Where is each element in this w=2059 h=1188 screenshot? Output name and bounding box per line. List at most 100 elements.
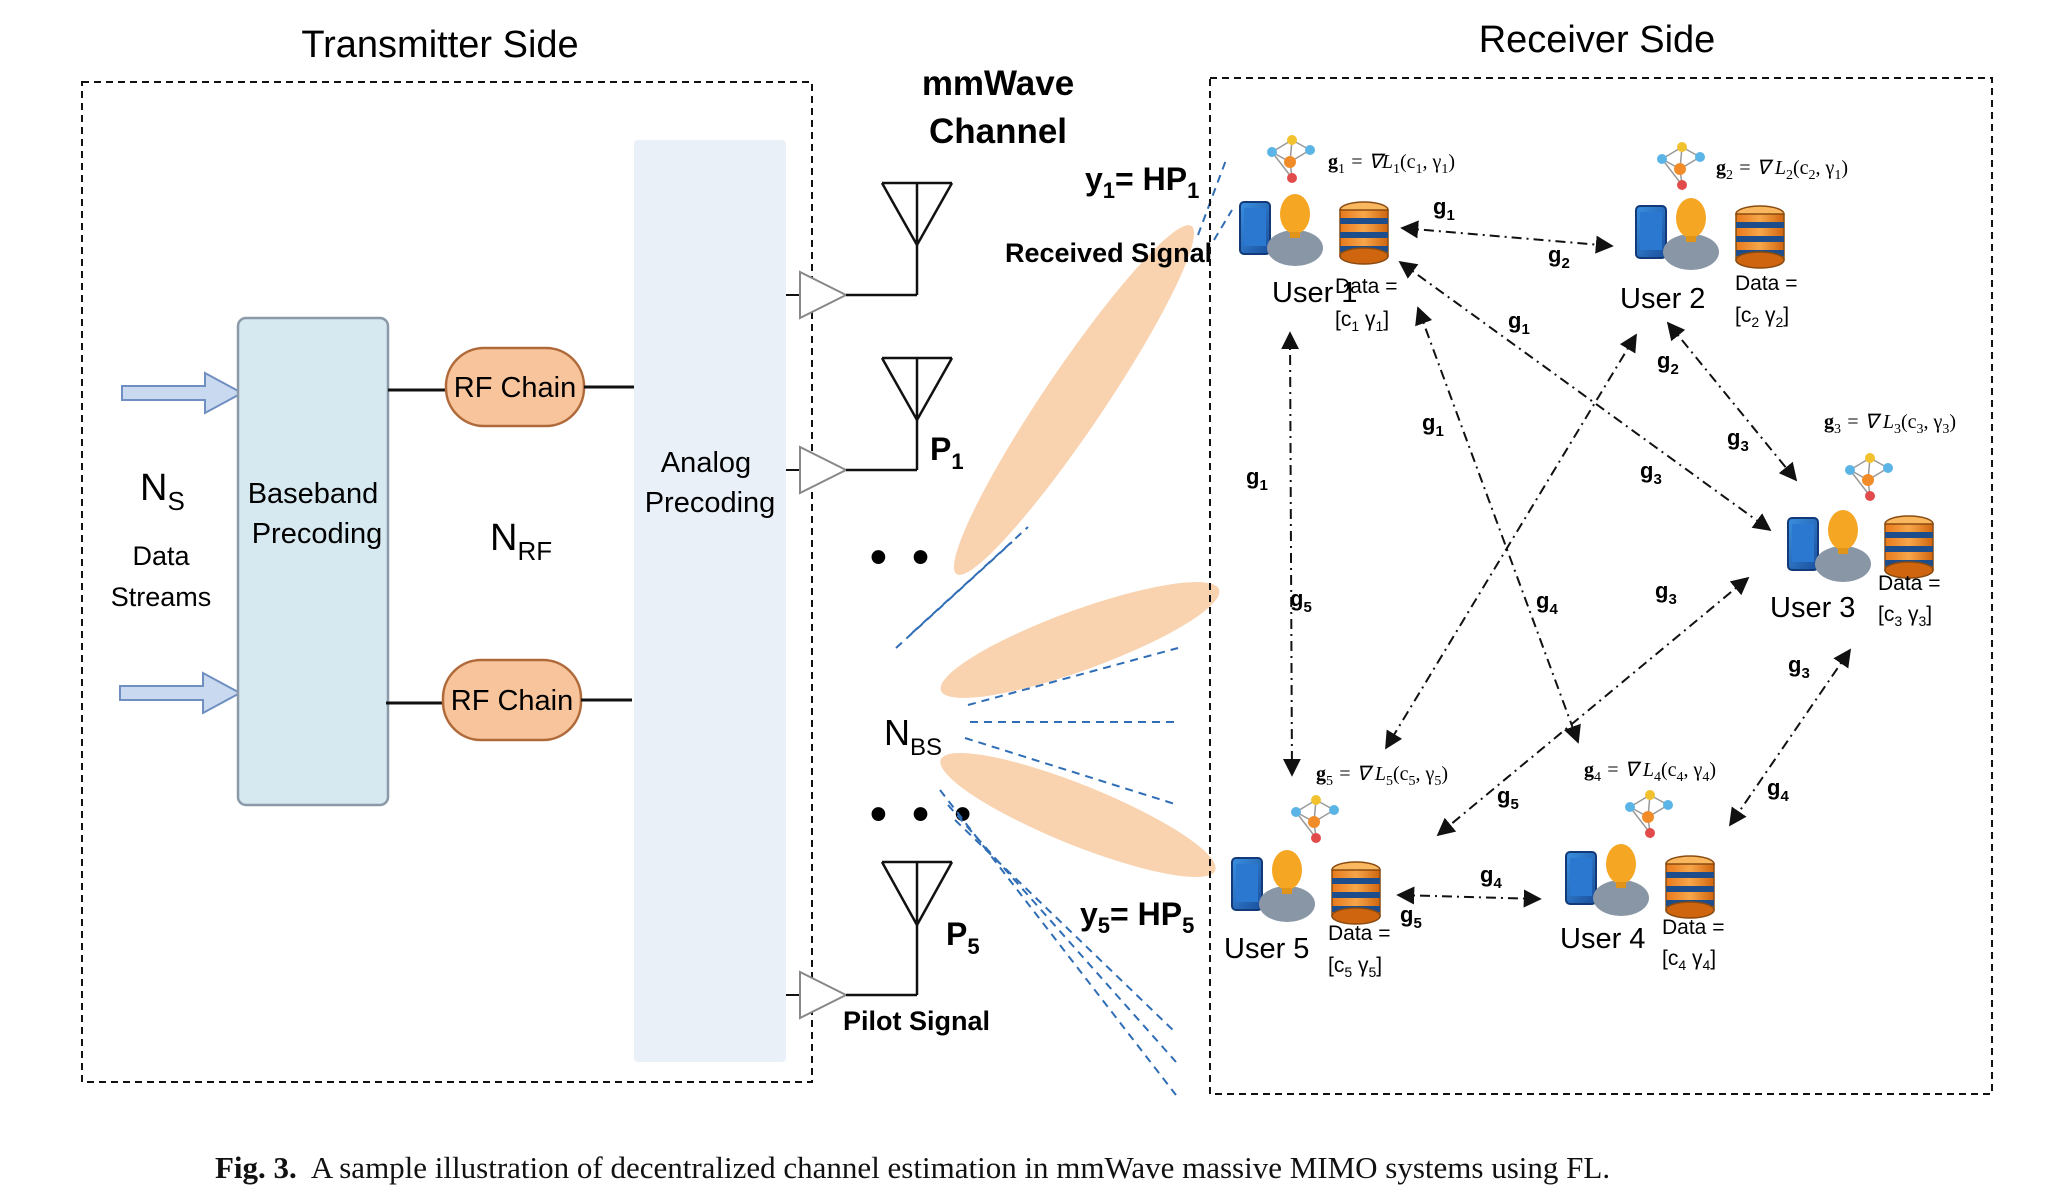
analog-precoding-block (634, 140, 786, 1062)
database-icon (1884, 515, 1934, 579)
baseband-label-2: Precoding (252, 518, 383, 550)
user-4-data-1: Data = (1662, 916, 1724, 939)
user-3-data-1: Data = (1878, 572, 1940, 595)
svg-text:NS: NS (140, 467, 185, 516)
beam-upper (953, 225, 1195, 575)
p5-label: P5 (946, 916, 980, 959)
svg-text:y1= HP1: y1= HP1 (1085, 161, 1199, 203)
link-label-14: g4 (1767, 775, 1789, 805)
link-label-10: g4 (1536, 588, 1558, 618)
y5-label: y5= HP5 (1080, 896, 1194, 938)
user-5-data-2: [c5 γ5] (1328, 954, 1382, 980)
database-icon (1331, 861, 1381, 925)
nrf-label: NRF (490, 517, 552, 566)
user-icon (1239, 193, 1324, 267)
beam-lower (940, 752, 1216, 878)
link-label-12: g3 (1788, 652, 1810, 682)
user-4-data-2: [c4 γ4] (1662, 947, 1716, 973)
network-icon (1266, 134, 1316, 184)
beam-middle (940, 582, 1220, 698)
user-3-gradient: g3 = ∇ L3(c3, γ3) (1824, 411, 1956, 437)
link-labels: g1 g2 g1 g2 g1 g3 g3 g1 g5 g4 g3 g3 g5 g… (1246, 194, 1810, 932)
svg-text:P5: P5 (946, 916, 980, 959)
link-label-16: g5 (1400, 902, 1422, 932)
ns-label: NS (140, 467, 185, 516)
network-icon (1624, 789, 1674, 839)
link-label-8: g1 (1246, 464, 1268, 494)
user-2-gradient: g2 = ∇ L2(c2, γ1) (1716, 157, 1848, 183)
antenna-3 (786, 860, 954, 1020)
user-icon (1787, 509, 1872, 583)
user-3-data-2: [c3 γ3] (1878, 603, 1932, 629)
transmitter-title: Transmitter Side (301, 24, 578, 66)
dots-top: • • • (870, 531, 977, 584)
user-5-label: User 5 (1224, 933, 1309, 965)
user-2-data-1: Data = (1735, 272, 1797, 295)
link-label-3: g1 (1508, 308, 1530, 338)
analog-label-1: Analog (661, 447, 751, 479)
svg-text:P1: P1 (930, 431, 964, 474)
receiver-title: Receiver Side (1479, 19, 1716, 61)
receiver-box (1209, 77, 1993, 1095)
link-label-5: g1 (1422, 410, 1444, 440)
user-icon (1565, 843, 1650, 917)
user-3: User 3 Data = [c3 γ3] g3 = ∇ L3(c3, γ3) (1770, 411, 1956, 629)
database-icon (1735, 205, 1785, 269)
analog-label-2: Precoding (645, 487, 776, 519)
link-label-7: g3 (1640, 458, 1662, 488)
network-icon (1656, 141, 1706, 191)
network-icon (1844, 452, 1894, 502)
database-icon (1339, 201, 1389, 265)
channel-title-2: Channel (929, 112, 1067, 151)
network-icon (1290, 794, 1340, 844)
user-icon (1231, 849, 1316, 923)
user-5-data-1: Data = (1328, 922, 1390, 945)
figure-caption: Fig. 3.A sample illustration of decentra… (215, 1150, 1610, 1185)
link-label-11: g3 (1655, 578, 1677, 608)
user-icon (1635, 197, 1720, 271)
user-1-data-1: Data = (1335, 275, 1397, 298)
user-5: User 5 Data = [c5 γ5] g5 = ∇ L5(c5, γ5) (1224, 763, 1448, 980)
database-icon (1665, 855, 1715, 919)
link-label-2: g2 (1548, 242, 1570, 272)
user-4: User 4 Data = [c4 γ4] g4 = ∇ L4(c4, γ4) (1560, 759, 1724, 973)
link-label-4: g2 (1657, 348, 1679, 378)
user-1: User 1 Data = [c1 γ1] g1 = ∇L1(c1, γ1) (1239, 134, 1455, 334)
rf-chain-bottom-label: RF Chain (451, 685, 574, 717)
user-1-label: User 1 (1272, 277, 1357, 309)
user-4-label: User 4 (1560, 923, 1645, 955)
svg-text:NBS: NBS (884, 712, 942, 761)
ray-lines (895, 159, 1233, 1096)
dots-bottom: • • • (870, 788, 977, 841)
user-2-data-2: [c2 γ2] (1735, 304, 1789, 330)
svg-text:y5= HP5: y5= HP5 (1080, 896, 1194, 938)
data-streams-label-1: Data (132, 541, 190, 571)
baseband-label-1: Baseband (248, 478, 379, 510)
data-stream-arrow-bottom (119, 671, 243, 715)
link-label-1: g1 (1433, 194, 1455, 224)
user-1-data-2: [c1 γ1] (1335, 308, 1389, 334)
fl-links (1281, 220, 1852, 908)
user-4-gradient: g4 = ∇ L4(c4, γ4) (1584, 759, 1716, 785)
pilot-signal-label: Pilot Signal (843, 1006, 990, 1036)
link-label-6: g3 (1727, 425, 1749, 455)
antenna-2 (786, 356, 954, 495)
data-streams-label-2: Streams (111, 582, 212, 612)
user-2: User 2 Data = [c2 γ2] g2 = ∇ L2(c2, γ1) (1620, 141, 1848, 330)
user-3-label: User 3 (1770, 592, 1855, 624)
user-2-label: User 2 (1620, 283, 1705, 315)
p1-label: P1 (930, 431, 964, 474)
user-1-gradient: g1 = ∇L1(c1, γ1) (1328, 151, 1455, 177)
baseband-precoding-block (236, 316, 390, 807)
link-label-15: g4 (1480, 862, 1502, 892)
received-signal-label: Received Signal (1005, 238, 1212, 268)
user-5-gradient: g5 = ∇ L5(c5, γ5) (1316, 763, 1448, 789)
antenna-1 (786, 181, 954, 320)
link-label-9: g5 (1290, 586, 1312, 616)
channel-title-1: mmWave (922, 64, 1074, 103)
svg-text:NRF: NRF (490, 517, 552, 566)
rf-chain-top-label: RF Chain (454, 372, 577, 404)
data-stream-arrow-top (121, 371, 245, 415)
transmitter-box (81, 81, 813, 1083)
